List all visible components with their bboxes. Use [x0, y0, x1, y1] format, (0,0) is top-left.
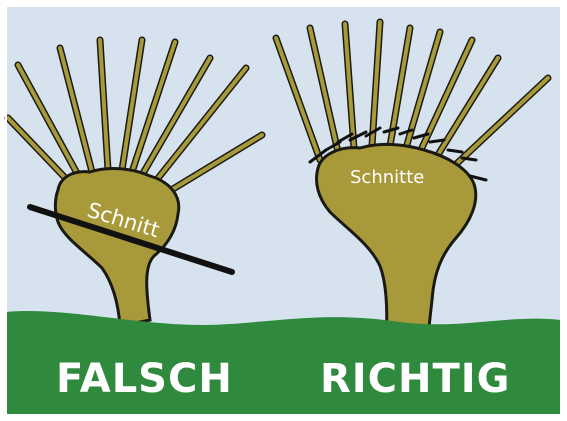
label-richtig: RICHTIG — [320, 356, 511, 402]
label-falsch: FALSCH — [56, 356, 233, 402]
cut-label-right: Schnitte — [350, 167, 424, 188]
